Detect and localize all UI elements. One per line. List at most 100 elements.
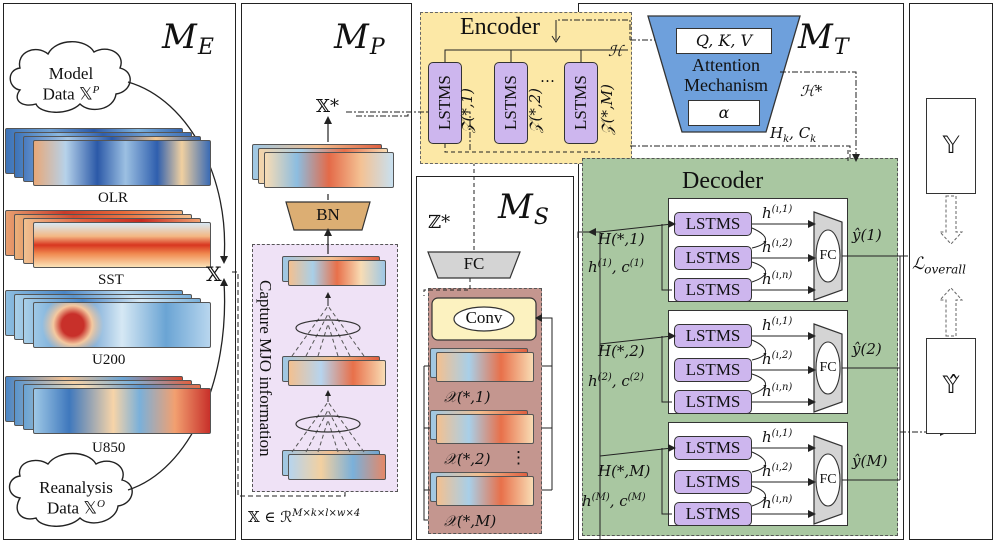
conv-label: Conv	[465, 308, 503, 327]
dec1-hk1: h(ı,1)	[762, 204, 793, 222]
dec3-hkn-sup: (ı,n)	[771, 494, 793, 505]
ms-x2-label: 𝒳(*,2)	[444, 450, 491, 468]
reanalysis-label: Reanalysis Data 𝕏O	[28, 478, 124, 519]
mp-map-bottom	[282, 450, 392, 484]
dec3-hk2: h(ı,2)	[762, 462, 793, 480]
h-star-label: ℋ*	[800, 82, 823, 100]
dec3-hc-idx-c: (M)	[627, 492, 646, 503]
x-star-label: 𝕏*	[316, 96, 339, 117]
ms-symbol: M	[498, 187, 533, 227]
alpha-label: α	[718, 103, 730, 122]
ck-text: , C	[789, 124, 811, 142]
x-space-label: 𝕏 ∈ ℛM×k×l×w×4	[248, 508, 360, 526]
loss-label: ℒoverall	[912, 254, 966, 276]
olr-stack	[5, 128, 211, 186]
encoder-h-label: ℋ	[608, 42, 623, 60]
dec3-hk2-sup: (ı,2)	[771, 462, 793, 473]
mp-sub: P	[369, 35, 385, 60]
hk-sub: k	[783, 134, 790, 145]
u850-label: U850	[92, 440, 126, 456]
ms-title: MS	[498, 190, 549, 229]
ms-fc-shape	[427, 251, 521, 279]
me-symbol: M	[162, 17, 197, 57]
dec2-hk2-sup: (ı,2)	[771, 350, 793, 361]
dec3-y-label: ŷ(M)	[852, 452, 888, 470]
ck-sub: k	[810, 134, 817, 145]
loss-symbol: ℒ	[912, 254, 925, 274]
dec1-H-label: H(*,1)	[598, 230, 645, 248]
dec3-fc-label: FC	[819, 472, 837, 487]
dec3-hk1: h(ı,1)	[762, 428, 793, 446]
y-hat-label: 𝕐̂	[942, 373, 960, 399]
mt-symbol: M	[798, 17, 833, 57]
model-data-text: Data 𝕏	[42, 84, 93, 104]
dec2-y-label: ŷ(2)	[852, 340, 882, 358]
dec1-hkn: h(ı,n)	[762, 270, 793, 288]
dec3-hk1-sup: (ı,1)	[771, 428, 793, 439]
dec2-lstm-1: LSTMS	[674, 324, 752, 348]
dec1-hk2: h(ı,2)	[762, 238, 793, 256]
ms-x1-label: 𝒳(*,1)	[444, 388, 491, 406]
mp-map-output	[252, 144, 402, 194]
bn-shape	[285, 201, 371, 231]
decoder-title: Decoder	[682, 168, 764, 194]
dec2-fc-label: FC	[819, 360, 837, 375]
dec1-lstm-n: LSTMS	[674, 278, 752, 302]
ms-sub: S	[533, 205, 549, 230]
dec2-lstm-2: LSTMS	[674, 358, 752, 382]
dec2-hc-idx-c: (2)	[629, 372, 644, 383]
dec1-hk1-sup: (ı,1)	[771, 204, 793, 215]
dec3-hc-label: h(M), c(M)	[582, 492, 646, 510]
u200-stack	[5, 290, 211, 348]
dec2-hkn-sup: (ı,n)	[771, 382, 793, 393]
dec1-fc-label: FC	[819, 248, 837, 263]
dec2-hc-idx: (2)	[597, 372, 612, 383]
dec1-lstm-2: LSTMS	[674, 246, 752, 270]
y-hat-box: 𝕐̂	[926, 338, 976, 434]
dec2-hc-h: h	[588, 372, 598, 390]
model-data-line2: Data 𝕏P	[36, 84, 106, 105]
x-space-text: 𝕏 ∈ ℛ	[248, 508, 293, 526]
x-input-label: 𝕏	[206, 262, 222, 286]
dec2-H-label: H(*,2)	[598, 342, 645, 360]
dec1-hk2-sup: (ı,2)	[771, 238, 793, 249]
dec2-hc-label: h(2), c(2)	[588, 372, 644, 390]
dec3-hc-h: h	[582, 492, 592, 510]
mp-symbol: M	[334, 17, 369, 57]
sst-label: SST	[98, 272, 124, 288]
dec2-lstm-n: LSTMS	[674, 390, 752, 414]
model-data-line1: Model	[48, 64, 94, 83]
y-label: 𝕐	[942, 133, 960, 159]
attention-line1: Attention	[692, 55, 760, 75]
hk-ck-label: Hk, Ck	[770, 124, 816, 145]
me-title: ME	[162, 20, 214, 59]
loss-sub: overall	[924, 262, 966, 277]
encoder-title: Encoder	[460, 14, 540, 40]
reanalysis-sup: O	[97, 498, 105, 510]
reanalysis-cloud-shape	[8, 452, 133, 527]
dec1-hc-h: h	[588, 258, 598, 276]
mt-sub: T	[833, 35, 849, 60]
hk-text: H	[770, 124, 784, 142]
ms-map-3	[430, 472, 542, 512]
u850-stack	[5, 376, 211, 434]
ms-fc-label: FC	[463, 254, 485, 273]
dec1-lstm-1: LSTMS	[674, 212, 752, 236]
dec3-lstm-n: LSTMS	[674, 502, 752, 526]
capture-label: Capture MJO information	[256, 279, 275, 457]
reanalysis-text: Data 𝕏	[47, 498, 98, 518]
qkv-box: Q, K, V	[676, 28, 772, 54]
panel-output	[909, 3, 993, 540]
mp-map-top	[282, 256, 392, 290]
mp-map-mid	[282, 356, 392, 390]
dec2-hkn: h(ı,n)	[762, 382, 793, 400]
reanalysis-line1: Reanalysis	[39, 478, 113, 497]
mp-title: MP	[334, 20, 385, 59]
attention-line2: Mechanism	[684, 75, 768, 95]
x-space-sup: M×k×l×w×4	[292, 508, 361, 519]
